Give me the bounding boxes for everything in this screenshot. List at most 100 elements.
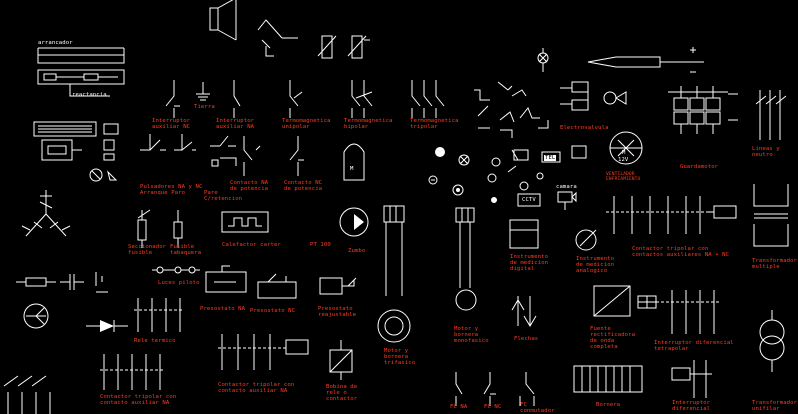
transformador-unifilar-label: Transformador unifilar (752, 400, 798, 412)
fc-na-symbol (455, 372, 463, 406)
diode-symbol (86, 320, 128, 332)
electrovalvula-label: Electrovalvula (560, 125, 609, 131)
pt100-label: PT 100 (310, 242, 331, 248)
arrancador-reactancia-symbol (37, 47, 125, 97)
contactor-tripolar-auxiliares-symbol (606, 196, 737, 234)
lamp-symbol (537, 48, 549, 72)
flechas-symbol (511, 296, 537, 327)
motor-trifasico-label: Motor y bornera trifasico (384, 348, 416, 366)
pulsador-potencia-label: Pare C/retencion (204, 190, 243, 202)
calefactor-carter-label: Calefactor carter (222, 242, 281, 248)
bobina-rele-label: Bobina de rele o contactor (326, 384, 358, 402)
guardamotor-label: Guardamotor (680, 164, 719, 170)
instrumento-digital-symbol (509, 219, 539, 249)
fuente-rectificadora-label: Fuente rectificadora de onda completa (590, 326, 636, 350)
motor-monofasico-symbol (455, 289, 477, 311)
star-winding-symbol (21, 190, 71, 237)
pulsador-potencia-symbol (210, 135, 237, 167)
termomagnetica-unipolar-label: Termomagnetica unipolar (282, 118, 331, 130)
instrumento-digital-label: Instrumento de medicion digital (510, 254, 549, 272)
ficha-m-label: M (350, 166, 354, 172)
guardamotor-symbol (668, 86, 738, 134)
presostato-nc-symbol (257, 273, 297, 299)
presostato-reajustable-label: Presostato reajustable (318, 306, 357, 318)
contacto-na-potencia-symbol (243, 136, 261, 176)
interruptor-diferencial-tetrapolar-symbol (637, 290, 720, 334)
electrovalvula-symbol (560, 81, 627, 111)
contactor-tripolar-bottom-left (100, 354, 164, 390)
din-breaker-symbol (33, 121, 119, 182)
termomagnetica-unipolar-symbol (289, 80, 303, 118)
camara-symbol (557, 191, 577, 210)
fc-conmutador-symbol (519, 372, 535, 406)
fusible-tabaquera-label: Fusible tabaquera (170, 244, 202, 256)
instrumento-analogico-label: Instrumento de medicion analogico (576, 256, 615, 274)
luces-piloto-symbol (152, 266, 200, 274)
contactor-bottom-edge (3, 375, 51, 414)
interruptor-auxiliar-na-label: Interruptor auxiliar NA (216, 118, 255, 130)
motor-12v-label-2: 12V (618, 157, 629, 163)
flechas-label: Flechas (514, 336, 539, 342)
arrancador-label: arrancador (38, 40, 73, 46)
calefactor-carter-symbol (221, 211, 269, 233)
battery-symbol (95, 272, 108, 293)
luminaires-cluster (428, 145, 587, 203)
lineas-neutro-symbol (755, 90, 787, 140)
reactancia-label: reactancia (72, 92, 107, 98)
bobina-rele-symbol (329, 340, 353, 380)
interruptor-diferencial-label: Interruptor diferencial (672, 400, 711, 412)
transformador-multiple-label: Transformador multiple (752, 258, 798, 270)
fusible-tabaquera-symbol (173, 210, 183, 248)
contactor-tripolar-bottom-left-label: Contactor tripolar con contacto auxiliar… (100, 394, 177, 406)
resistor-symbol (16, 277, 56, 287)
ficha-cctv-label: CCTV (522, 197, 536, 203)
interruptor-auxiliar-nc-symbol (165, 80, 180, 118)
bornera-vertical-symbol (383, 205, 405, 296)
termomagnetica-bipolar-symbol (351, 80, 373, 118)
interruptor-auxiliar-na-symbol (233, 80, 241, 118)
presostato-nc-label: Presostato NC (250, 308, 296, 314)
termomagnetica-tripolar-symbol (411, 80, 445, 118)
probe-symbol (587, 47, 704, 73)
rele-termico-symbol (134, 298, 184, 332)
contact-cluster (474, 81, 549, 138)
instrumento-analogico-symbol (575, 229, 597, 251)
interruptor-auxiliar-nc-label: Interruptor auxiliar NC (152, 118, 191, 130)
contactor-tripolar-auxiliares-label: Contactor tripolar con contactos auxilia… (632, 246, 730, 258)
fuente-rectificadora-symbol (593, 285, 631, 317)
termomagnetica-bipolar-label: Termomagnetica bipolar (344, 118, 393, 130)
motor-12v-label-1: M (622, 150, 626, 156)
contactor-tripolar-middle (218, 334, 309, 370)
contacto-na-potencia-label: Contacto NA de potencia (230, 180, 269, 192)
bornera-symbol (573, 365, 643, 393)
ficha-tel-label: TEL (544, 155, 557, 161)
pt100-symbol (339, 207, 369, 237)
seccionador-fusible-label: Seccionador fusible (128, 244, 167, 256)
fc-na-label: FC NA (450, 404, 468, 410)
rele-termico-label: Rele termico (134, 338, 176, 344)
presostato-na-symbol (205, 265, 247, 293)
zumbo-label: Zumbo (348, 248, 366, 254)
ventilador-label: VENTILADOR ENFRIAMIENTO (606, 172, 641, 182)
ficha-m-symbol (343, 143, 365, 181)
seccionador-fusible-symbol (137, 209, 151, 248)
contacto-nc-potencia-symbol (289, 136, 304, 176)
lineas-neutro-label: Lineas y neutro (752, 146, 780, 158)
luces-piloto-label: Luces piloto (158, 280, 200, 286)
camara-label: camara (556, 184, 577, 190)
transistor-symbol (257, 19, 298, 57)
motor-trifasico-symbol (377, 309, 411, 343)
cctv-symbol (517, 193, 541, 207)
motor-monofasico-tower (455, 207, 475, 288)
fc-nc-symbol (483, 372, 496, 406)
tierra-label: Tierra (194, 104, 215, 110)
fc-nc-label: FC NC (484, 404, 502, 410)
interruptor-diferencial-symbol (671, 360, 712, 398)
speaker-symbol (209, 0, 237, 41)
tierra-symbol (196, 82, 210, 101)
bornera-label: Bornera (596, 402, 621, 408)
transistor-circle-symbol (23, 303, 49, 329)
presostato-na-label: Presostato NA (200, 306, 246, 312)
contacto-nc-potencia-label: Contacto NC de potencia (284, 180, 323, 192)
